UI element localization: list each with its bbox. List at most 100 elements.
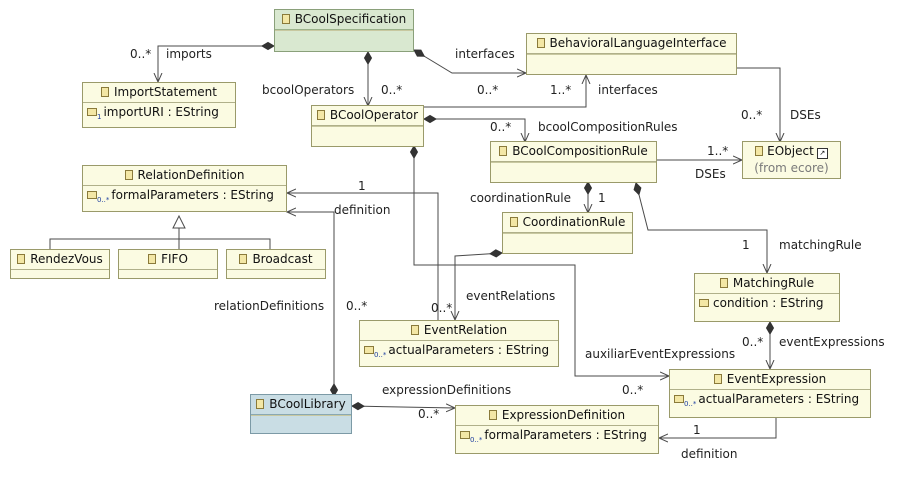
attribute-text: actualParameters : EString — [388, 343, 550, 357]
label-dses-mult-2: 1..* — [707, 144, 729, 158]
class-event-relation[interactable]: EventRelation 0..*actualParameters : ESt… — [359, 320, 559, 367]
class-name: BCoolCompositionRule — [512, 144, 648, 158]
class-icon — [509, 217, 518, 227]
generalization-lines — [49, 228, 271, 250]
label-interfaces-op: interfaces — [598, 83, 658, 97]
assoc-dses-bli — [737, 67, 780, 142]
class-origin: (from ecore) — [754, 161, 829, 175]
attribute-icon — [674, 395, 684, 403]
class-expression-definition[interactable]: ExpressionDefinition 0..*formalParameter… — [455, 405, 659, 454]
class-rendez-vous[interactable]: RendezVous — [10, 249, 110, 279]
label-imports-mult: 0..* — [130, 47, 152, 61]
label-definition-2-mult: 1 — [693, 423, 701, 437]
label-bcool-composition-rules: bcoolCompositionRules — [538, 120, 678, 134]
class-matching-rule[interactable]: MatchingRule condition : EString — [694, 273, 840, 322]
class-icon — [17, 254, 26, 264]
class-name: CoordinationRule — [522, 215, 626, 229]
class-fifo[interactable]: FIFO — [118, 249, 218, 279]
label-bcool-operators-mult: 0..* — [381, 83, 403, 97]
class-bcool-operator[interactable]: BCoolOperator — [311, 105, 424, 147]
assoc-interfaces-spec — [414, 50, 526, 73]
label-relation-definitions-mult: 0..* — [346, 299, 368, 313]
attribute-icon — [364, 346, 374, 354]
label-definition-mult: 1 — [358, 179, 366, 193]
class-bcool-composition-rule[interactable]: BCoolCompositionRule — [490, 141, 657, 183]
class-name: FIFO — [161, 252, 188, 266]
class-relation-definition[interactable]: RelationDefinition 0..*formalParameters … — [82, 165, 287, 212]
label-event-expressions-mult: 0..* — [742, 335, 764, 349]
label-coordination-rule-mult: 1 — [598, 191, 606, 205]
attribute-multiplicity: 0..* — [97, 196, 110, 204]
class-name: EObject — [767, 144, 814, 158]
label-event-relations-mult: 0..* — [431, 301, 453, 315]
attribute-icon — [87, 108, 97, 116]
class-name: EventExpression — [726, 372, 827, 386]
label-matching-rule-mult: 1 — [742, 238, 750, 252]
assoc-matching-rule — [636, 183, 767, 273]
class-icon — [713, 374, 722, 384]
label-auxiliar-mult: 0..* — [622, 383, 644, 397]
assoc-auxiliar-event-expressions — [414, 146, 669, 376]
class-name: EventRelation — [423, 323, 508, 337]
assoc-interfaces-op — [424, 75, 586, 108]
class-name: BehavioralLanguageInterface — [549, 36, 727, 50]
class-name: RelationDefinition — [137, 168, 245, 182]
class-name: MatchingRule — [732, 276, 815, 290]
label-matching-rule: matchingRule — [779, 238, 862, 252]
class-behavioral-language-interface[interactable]: BehavioralLanguageInterface — [526, 33, 737, 75]
class-name: ImportStatement — [114, 85, 217, 99]
attribute-text: condition : EString — [713, 296, 824, 310]
assoc-relation-definitions — [287, 212, 334, 396]
attribute-text: actualParameters : EString — [698, 392, 860, 406]
label-imports: imports — [166, 47, 212, 61]
attribute-icon — [460, 431, 470, 439]
label-dses-mult: 0..* — [741, 108, 763, 122]
label-coordination-rule: coordinationRule — [470, 191, 572, 205]
class-name: Broadcast — [252, 252, 313, 266]
attribute-icon — [87, 191, 97, 199]
label-interfaces-top: interfaces — [455, 47, 515, 61]
label-bcool-operators: bcoolOperators — [262, 83, 355, 97]
label-event-expressions: eventExpressions — [779, 335, 885, 349]
class-icon — [124, 170, 133, 180]
attribute-multiplicity: 1 — [97, 113, 102, 121]
label-expression-definitions-mult: 0..* — [418, 407, 440, 421]
label-definition-2: definition — [681, 447, 738, 461]
class-icon — [755, 146, 764, 156]
label-dses-2: DSEs — [695, 167, 726, 181]
assoc-event-relations — [455, 253, 502, 320]
label-interfaces-mult-a: 0..* — [477, 83, 499, 97]
assoc-imports — [158, 46, 274, 82]
label-dses-top: DSEs — [790, 108, 821, 122]
generalization-triangle — [172, 214, 186, 229]
class-broadcast[interactable]: Broadcast — [226, 249, 326, 279]
attribute-text: importURI : EString — [103, 105, 219, 119]
class-icon — [536, 38, 545, 48]
class-bcool-specification[interactable]: BCoolSpecification — [274, 9, 414, 52]
label-composition-rules-mult: 0..* — [490, 120, 512, 134]
class-icon — [101, 87, 109, 97]
attribute-multiplicity: 0..* — [684, 400, 697, 408]
class-bcool-library[interactable]: BCoolLibrary — [250, 394, 352, 434]
class-eobject[interactable]: EObject↗ (from ecore) — [742, 141, 841, 179]
label-relation-definitions: relationDefinitions — [214, 299, 325, 313]
label-auxiliar-event-expressions: auxiliarEventExpressions — [585, 347, 736, 361]
label-interfaces-mult-b: 1..* — [550, 83, 572, 97]
class-icon — [719, 278, 728, 288]
attribute-text: formalParameters : EString — [484, 428, 647, 442]
class-name: ExpressionDefinition — [501, 408, 626, 422]
class-name: RendezVous — [30, 252, 103, 266]
class-name: BCoolSpecification — [294, 12, 407, 26]
class-icon — [148, 254, 157, 264]
class-icon — [281, 14, 290, 24]
class-name: BCoolLibrary — [269, 397, 346, 411]
class-icon — [239, 254, 248, 264]
attribute-icon — [699, 299, 709, 307]
class-coordination-rule[interactable]: CoordinationRule — [502, 212, 633, 254]
attribute-text: formalParameters : EString — [111, 188, 274, 202]
class-event-expression[interactable]: EventExpression 0..*actualParameters : E… — [669, 369, 871, 418]
class-icon — [488, 410, 497, 420]
label-event-relations: eventRelations — [466, 289, 556, 303]
